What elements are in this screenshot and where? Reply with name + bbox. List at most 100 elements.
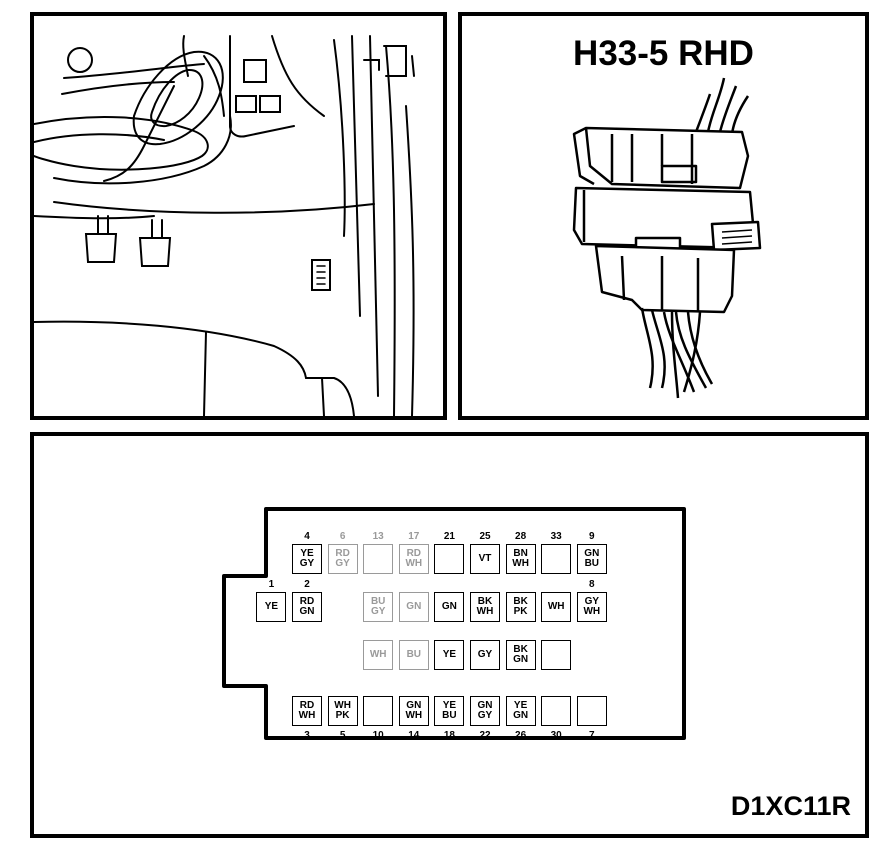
wire-color-code: GY: [477, 710, 493, 721]
wire-color-code: GN: [513, 710, 529, 721]
wire-color-code: RD: [335, 548, 350, 559]
pin-number: 9: [589, 531, 595, 542]
wire-color-code: GN: [299, 606, 315, 617]
pin-cavity: [541, 640, 572, 670]
pin-number: 3: [304, 730, 310, 741]
pin-cavity: WH: [541, 592, 572, 622]
pin-cavity: [541, 544, 572, 574]
pin-number: 7: [589, 730, 595, 741]
wire-color-code: YE: [442, 700, 457, 711]
wire-color-code: GN: [584, 548, 600, 559]
wire-color-code: WH: [547, 601, 565, 612]
pin-number: 13: [372, 531, 384, 542]
wire-color-code: YE: [300, 548, 314, 559]
pin-number: 22: [479, 730, 491, 741]
pin-number: 18: [443, 730, 455, 741]
wire-color-code: GY: [370, 606, 386, 617]
pin-number: 25: [479, 531, 491, 542]
wire-color-code: BU: [406, 649, 422, 660]
pin-cavity: YE: [434, 640, 465, 670]
pin-cavity: YE: [256, 592, 287, 622]
pin-number: 5: [339, 730, 346, 741]
wire-color-code: BK: [513, 596, 528, 607]
wire-color-code: GN: [477, 700, 493, 711]
pin-cavity: [576, 696, 607, 726]
pin-number: 26: [515, 730, 527, 741]
wire-color-code: WH: [369, 649, 387, 660]
wire-color-code: PK: [335, 710, 350, 721]
diagram-id: D1XC11R: [730, 791, 851, 821]
wire-color-code: BU: [442, 710, 457, 721]
pin-cavity: GN: [434, 592, 465, 622]
wire-color-code: GY: [335, 558, 350, 569]
location-view-panel: [30, 12, 447, 420]
connector-title: H33-5 RHD: [573, 34, 754, 73]
wire-color-code: RD: [299, 596, 315, 607]
pin-cavity: [434, 544, 465, 574]
pin-number: 2: [304, 579, 310, 590]
wire-color-code: RD: [299, 700, 315, 711]
wire-color-code: GN: [406, 700, 422, 711]
pin-number: 28: [515, 531, 527, 542]
wire-color-code: GN: [406, 601, 422, 612]
pin-cavity: GY: [470, 640, 500, 670]
wire-color-code: BU: [370, 596, 386, 607]
wire-color-code: WH: [512, 558, 529, 569]
wire-color-code: GY: [584, 596, 600, 607]
wire-color-code: YE: [264, 601, 279, 612]
wire-color-code: GN: [513, 654, 529, 665]
connector-view-panel: H33-5 RHD: [458, 12, 869, 420]
pin-cavity: VT: [470, 544, 500, 574]
pin-number: 33: [550, 531, 562, 542]
dashboard-location-illustration: [34, 35, 415, 416]
wire-color-code: GN: [441, 601, 457, 612]
pin-number: 4: [304, 531, 310, 542]
wire-color-code: WH: [476, 606, 494, 617]
wire-color-code: WH: [334, 700, 351, 711]
pin-number: 14: [408, 730, 420, 741]
pin-cavity: WH: [363, 640, 394, 670]
wire-color-code: GY: [477, 649, 493, 660]
pin-number: 21: [443, 531, 455, 542]
pin-number: 6: [339, 531, 346, 542]
wire-color-code: BN: [513, 548, 528, 559]
wire-color-code: BU: [584, 558, 600, 569]
pin-cavity: BU: [398, 640, 429, 670]
wire-color-code: RD: [406, 548, 422, 559]
pin-number: 17: [408, 531, 420, 542]
wire-color-code: BK: [477, 596, 493, 607]
pin-cavity: [363, 544, 394, 574]
pin-number: 30: [550, 730, 562, 741]
pin-number: 1: [268, 579, 275, 590]
pin-cavity: [363, 696, 394, 726]
connector-face-outline: [222, 507, 686, 740]
wire-color-code: WH: [405, 558, 423, 569]
wire-color-code: PK: [513, 606, 528, 617]
pin-cavity: [541, 696, 572, 726]
wire-color-code: YE: [513, 700, 528, 711]
wire-color-code: WH: [583, 606, 601, 617]
wire-color-code: WH: [298, 710, 316, 721]
wire-color-code: BK: [513, 644, 528, 655]
wire-color-code: GY: [299, 558, 315, 569]
pin-number: 10: [372, 730, 384, 741]
pin-cavity: GN: [398, 592, 429, 622]
